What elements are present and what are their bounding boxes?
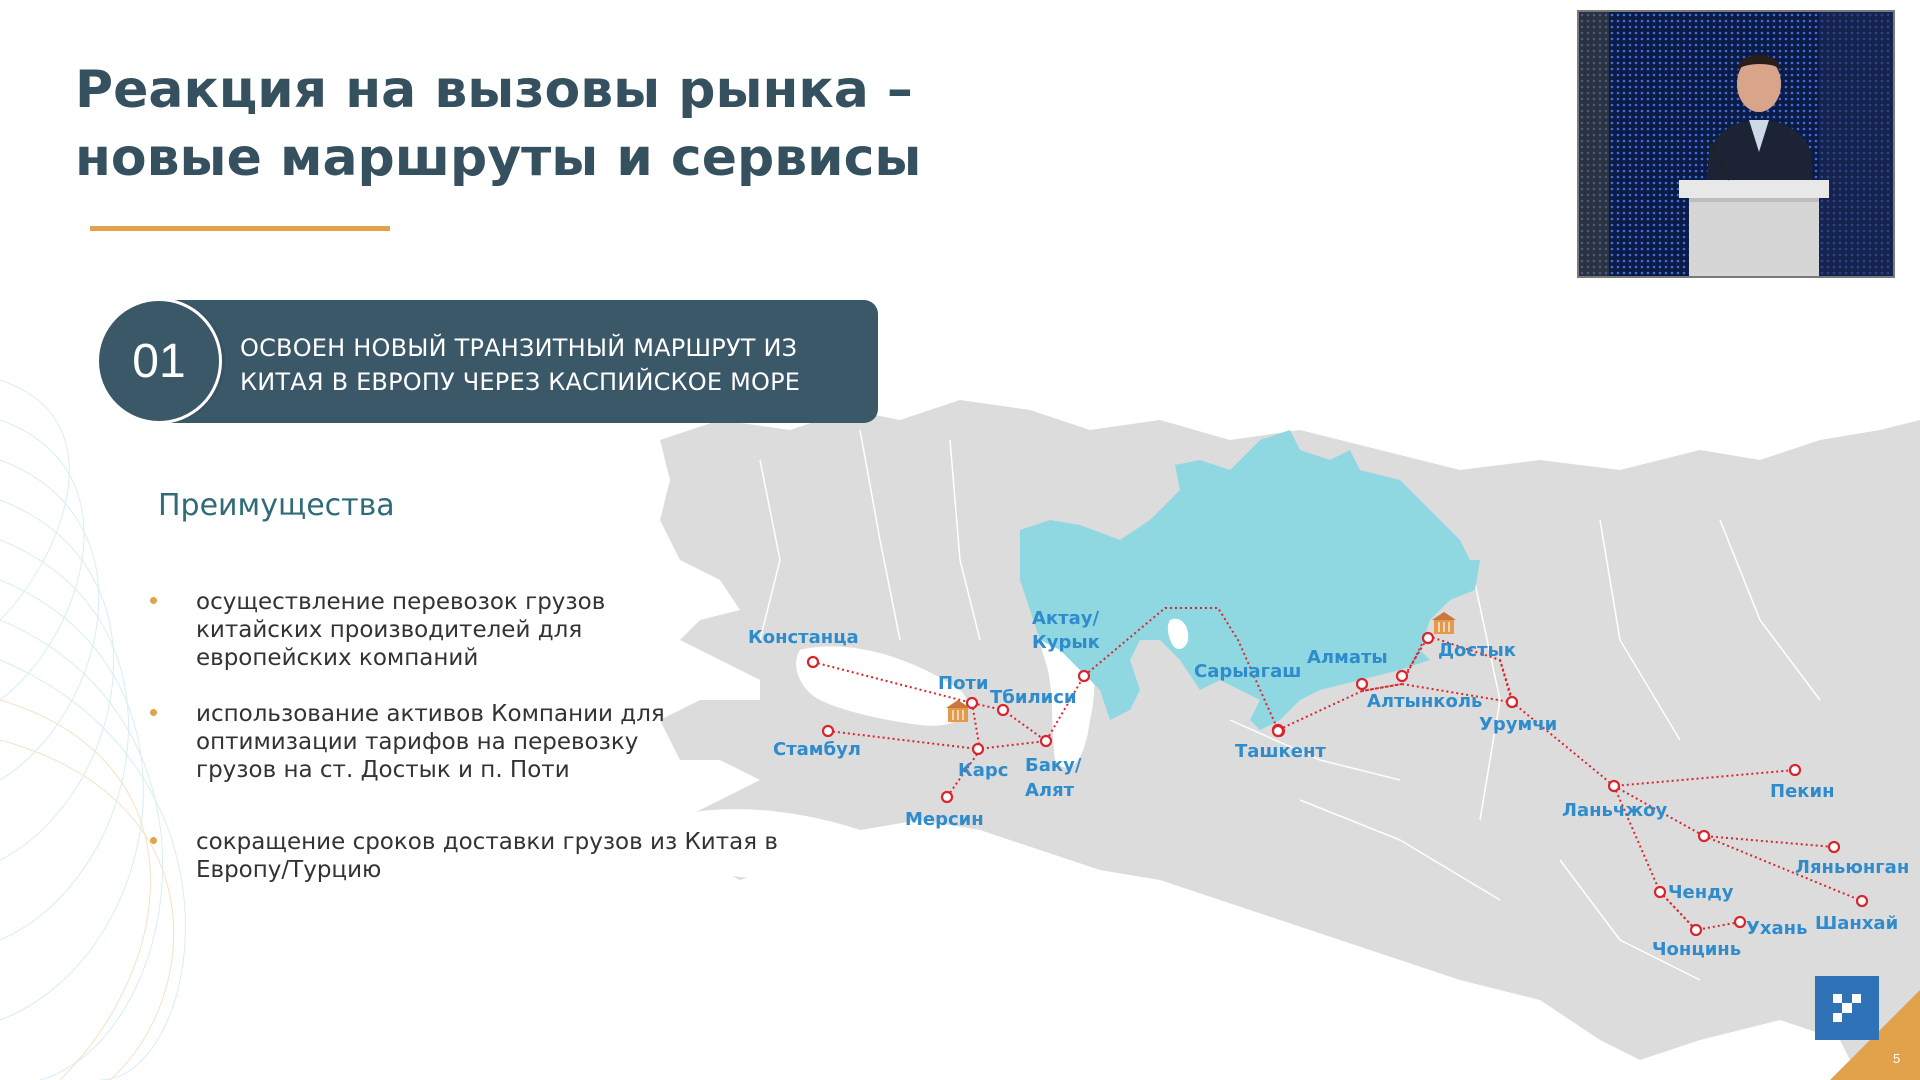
company-logo [1815, 976, 1879, 1040]
logo-mark-icon [1833, 994, 1861, 1022]
city-label-altynkol: Алтынколь [1367, 691, 1482, 712]
decorative-waves [0, 379, 186, 1080]
city-label-shanghai: Шанхай [1815, 913, 1898, 934]
city-label-saryagash: Сарыагаш [1194, 661, 1301, 682]
city-label-aktau-line2: Курык [1032, 632, 1100, 653]
bullet-dot [150, 709, 157, 716]
advantage-text-line: Европу/Турцию [196, 857, 382, 883]
mediterranean-sea [660, 809, 868, 880]
country-borders [759, 429, 1821, 981]
advantage-text-line: осуществление перевозок грузов [196, 589, 606, 615]
page-title-line-1: Реакция на вызовы рынка – [75, 60, 913, 120]
section-banner [160, 300, 878, 423]
advantage-text: использование активов Компании для оптим… [196, 700, 830, 784]
city-label-mersin: Мерсин [905, 809, 984, 830]
speaker-video-image [1579, 12, 1893, 276]
port-icon [946, 700, 970, 722]
section-banner-line-1: ОСВОЕН НОВЫЙ ТРАНЗИТНЫЙ МАРШРУТ ИЗ [240, 334, 798, 362]
advantage-text-line: грузов на ст. Достык и п. Поти [196, 757, 570, 783]
page-title: Реакция на вызовы рынка – новые маршруты… [75, 56, 921, 192]
railway-station-icon [1432, 612, 1456, 634]
section-banner-text: ОСВОЕН НОВЫЙ ТРАНЗИТНЫЙ МАРШРУТ ИЗ КИТАЯ… [240, 331, 800, 399]
black-sea [796, 646, 968, 726]
title-underline [90, 226, 390, 231]
city-label-tbilisi: Тбилиси [990, 687, 1077, 708]
city-label-kars: Карс [958, 760, 1008, 781]
city-label-constanta: Констанца [748, 627, 859, 648]
land-mass [660, 400, 1920, 1080]
section-number: 01 [132, 334, 186, 388]
city-label-lanzhou: Ланьчжоу [1562, 800, 1668, 821]
city-label-beijing: Пекин [1770, 781, 1835, 802]
advantage-text: осуществление перевозок грузов китайских… [196, 588, 830, 672]
advantage-text-line: использование активов Компании для [196, 701, 665, 727]
speaker-video[interactable] [1577, 10, 1895, 278]
section-banner-line-2: КИТАЯ В ЕВРОПУ ЧЕРЕЗ КАСПИЙСКОЕ МОРЕ [240, 368, 801, 396]
advantages-heading: Преимущества [158, 488, 395, 523]
page-number: 5 [1893, 1051, 1901, 1066]
city-label-chengdu: Ченду [1668, 882, 1734, 903]
aral-sea [1167, 618, 1189, 649]
city-label-urumqi: Урумчи [1479, 714, 1557, 735]
advantage-text-line: оптимизации тарифов на перевозку [196, 729, 639, 755]
advantage-item: сокращение сроков доставки грузов из Кит… [150, 828, 830, 884]
city-label-chongqing: Чонцинь [1652, 939, 1741, 960]
city-label-istanbul: Стамбул [773, 739, 861, 760]
city-label-baku-line1: Баку/ [1025, 755, 1082, 776]
advantage-item: осуществление перевозок грузов китайских… [150, 588, 830, 672]
city-label-wuhan: Ухань [1746, 918, 1807, 939]
city-label-baku-line2: Алят [1025, 780, 1075, 801]
city-label-lianyungang: Ляньюнган [1795, 857, 1909, 878]
kazakhstan-region [1020, 430, 1480, 730]
city-nodes [806, 631, 1869, 937]
city-label-almaty: Алматы [1307, 647, 1388, 668]
section-number-badge [96, 298, 222, 424]
advantage-text-line: сокращение сроков доставки грузов из Кит… [196, 829, 778, 855]
city-label-tashkent: Ташкент [1235, 741, 1326, 762]
advantage-text-line: европейских компаний [196, 645, 479, 671]
page-title-line-2: новые маршруты и сервисы [75, 128, 922, 188]
bullet-dot [150, 597, 157, 604]
city-label-dostyk: Достык [1438, 640, 1516, 661]
bullet-dot [150, 837, 157, 844]
advantage-text-line: китайских производителей для [196, 617, 583, 643]
advantage-item: использование активов Компании для оптим… [150, 700, 830, 784]
advantage-text: сокращение сроков доставки грузов из Кит… [196, 828, 830, 884]
city-label-aktau-line1: Актау/ [1032, 608, 1099, 629]
city-label-poti: Поти [938, 673, 988, 694]
